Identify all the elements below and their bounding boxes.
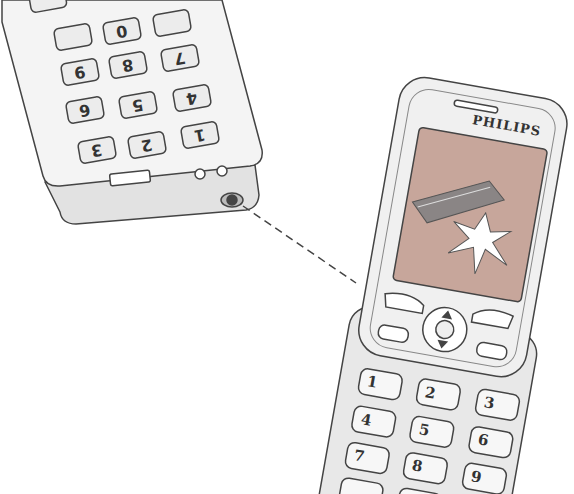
infrared-beam-line	[243, 206, 356, 283]
remote-control	[2, 0, 262, 224]
mobile-phone	[315, 72, 574, 494]
phone-key-number: 5	[417, 422, 430, 439]
phone-key-number: 4	[359, 412, 372, 429]
